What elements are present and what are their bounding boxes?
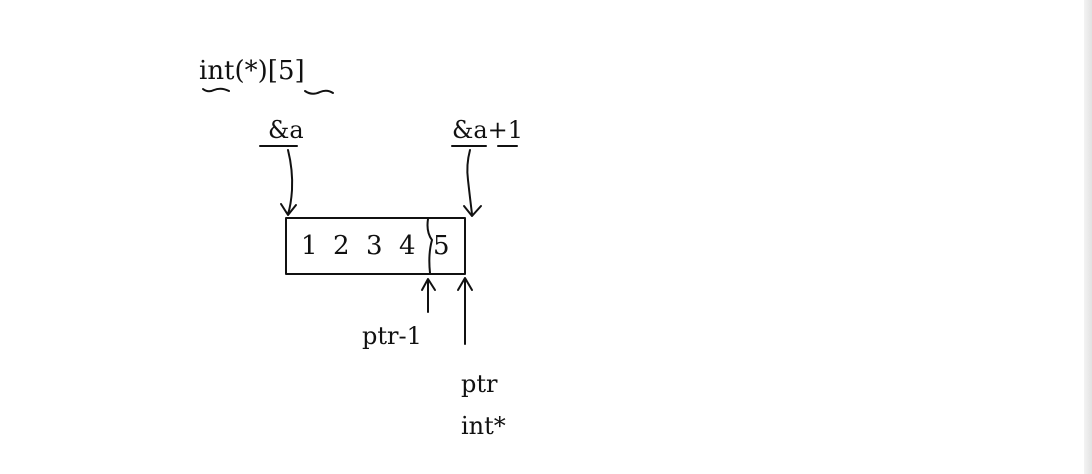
arrowhead-ptr-minus-1 bbox=[421, 278, 436, 291]
underline-int bbox=[202, 87, 230, 93]
addr-a-label: &a bbox=[268, 116, 304, 144]
array-element: 1 bbox=[301, 231, 318, 261]
array-element: 3 bbox=[366, 231, 383, 261]
ptr-label: ptr bbox=[461, 370, 498, 398]
array-element: 5 bbox=[433, 231, 450, 261]
ptr-minus-1-label: ptr-1 bbox=[362, 322, 422, 350]
arrow-addr-a bbox=[287, 149, 294, 215]
type-declaration-label: int(*)[5] bbox=[199, 56, 305, 86]
array-divider bbox=[426, 218, 433, 274]
ptr-type-label: int* bbox=[461, 412, 506, 440]
addr-a-plus-1-label: &a+1 bbox=[452, 116, 524, 144]
underline-bracket-5 bbox=[304, 89, 334, 95]
window-edge bbox=[1084, 0, 1092, 474]
arrowhead-addr-a bbox=[280, 203, 297, 216]
array-element: 2 bbox=[333, 231, 350, 261]
array-box bbox=[285, 217, 466, 275]
arrow-addr-a-plus-1 bbox=[466, 149, 473, 215]
arrowhead-ptr bbox=[457, 277, 473, 291]
array-element: 4 bbox=[399, 231, 416, 261]
arrowhead-addr-a-plus-1 bbox=[463, 205, 482, 217]
